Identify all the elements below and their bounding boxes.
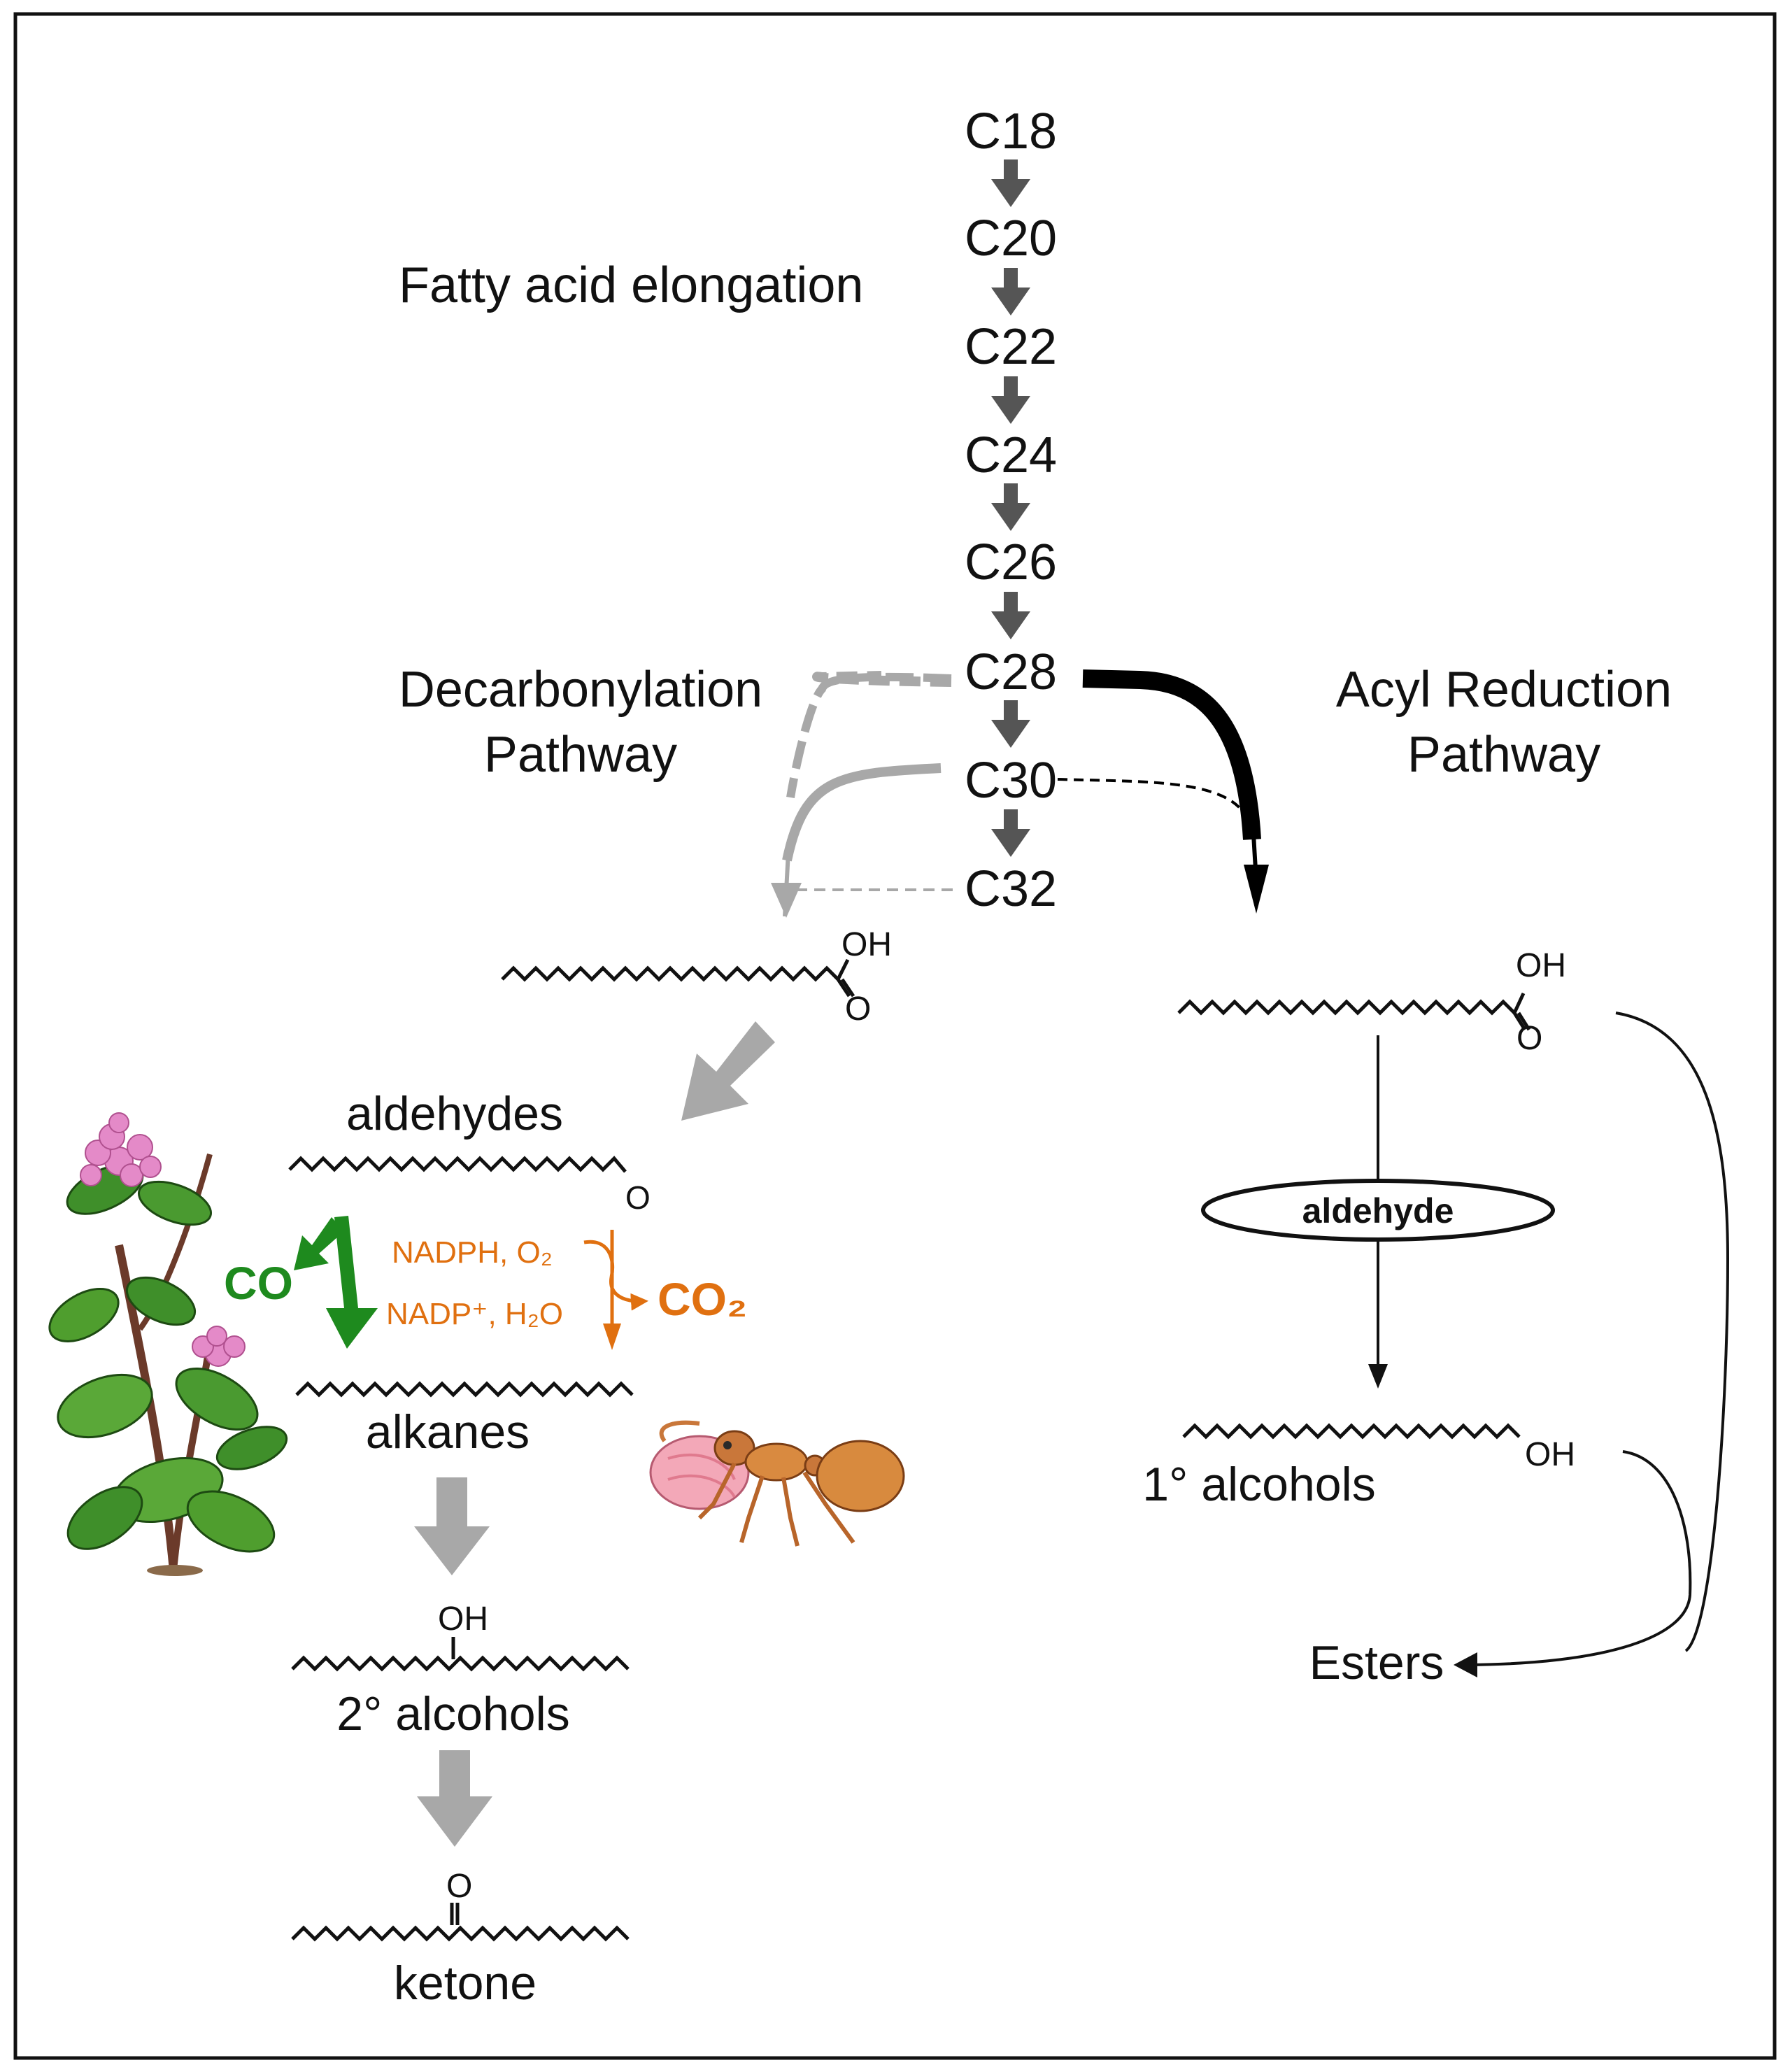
alkane-to-alcohol-arrow: [414, 1477, 490, 1575]
elongation-arrow-4: [991, 483, 1030, 531]
c30-to-acyl-reduction: [1057, 778, 1251, 826]
alkane-structure: [295, 1381, 634, 1398]
ketone-carbonyl: O: [446, 1868, 472, 1905]
alkanes-label: alkanes: [366, 1405, 530, 1459]
insect-decarbonylation-arrow: [583, 1230, 648, 1333]
chain-c28: C28: [965, 644, 1057, 700]
ketone-label: ketone: [394, 1957, 537, 2010]
decarbonylation-pathway-label: Decarbonylation Pathway: [399, 662, 762, 783]
fatty-acid-structure-left: [501, 958, 855, 998]
fatty-acid-structure-right: [1177, 992, 1531, 1031]
insect-cofactors-in: NADPH, O₂: [392, 1235, 553, 1270]
primary-alcohol-structure: [1182, 1423, 1521, 1440]
chain-length-list: C18 C20 C22 C24 C26 C28 C30 C32: [965, 104, 1057, 917]
flowering-plant-icon: [48, 1112, 288, 1576]
alcohol-to-ketone-arrow: [417, 1750, 492, 1847]
primary-alcohols-label: 1° alcohols: [1142, 1458, 1375, 1511]
secondary-hydroxyl: OH: [438, 1601, 488, 1638]
secondary-alcohol-structure: [291, 1637, 630, 1672]
diagram-frame: [13, 12, 1777, 2060]
decarbonylation-arrowhead: [771, 883, 802, 918]
elongation-arrow-6: [991, 700, 1030, 748]
elongation-title: Fatty acid elongation: [399, 257, 863, 313]
ant-icon: [649, 1420, 905, 1547]
acyl-reduction-pathway-label: Acyl Reduction Pathway: [1336, 662, 1672, 783]
acyl-reduction-flux-arrows: [1057, 669, 1269, 914]
chain-c26: C26: [965, 534, 1057, 590]
acid-carbonyl-left: O: [845, 991, 871, 1028]
svg-text:Pathway: Pathway: [484, 727, 677, 783]
chain-c24: C24: [965, 427, 1057, 483]
acid-hydroxyl-right: OH: [1516, 947, 1566, 984]
chain-c30: C30: [965, 753, 1057, 809]
aldehyde-structure: [288, 1156, 627, 1173]
elongation-step-arrows: [991, 159, 1030, 857]
aldehydes-label: aldehydes: [346, 1087, 563, 1140]
elongation-arrow-5: [991, 592, 1030, 639]
acid-to-aldehyde-arrow: [681, 1021, 775, 1121]
plant-product-co: CO: [224, 1257, 293, 1309]
ketone-structure: [291, 1903, 630, 1942]
primary-hydroxyl: OH: [1525, 1436, 1575, 1473]
ester-formation-arrows: [1468, 1012, 1730, 1666]
elongation-arrow-7: [991, 809, 1030, 857]
decarbonylation-flux-arrows: [782, 671, 953, 917]
acid-hydroxyl-left: OH: [841, 926, 892, 963]
chain-c18: C18: [965, 104, 1057, 159]
c28-to-acyl-reduction: [1082, 669, 1261, 840]
insect-product-co2: CO₂: [658, 1273, 747, 1325]
elongation-arrow-1: [991, 159, 1030, 207]
elongation-arrow-3: [991, 376, 1030, 424]
esters-arrowhead: [1454, 1652, 1477, 1677]
aldehyde-intermediate-label: aldehyde: [1302, 1191, 1454, 1230]
esters-label: Esters: [1309, 1636, 1444, 1689]
c30-to-decarbonylation: [782, 763, 942, 862]
svg-text:Decarbonylation: Decarbonylation: [399, 662, 762, 718]
chain-c32: C32: [965, 861, 1057, 917]
acid-carbonyl-right: O: [1516, 1020, 1542, 1057]
svg-text:Acyl Reduction: Acyl Reduction: [1336, 662, 1672, 718]
svg-text:Pathway: Pathway: [1407, 727, 1600, 783]
aldehyde-carbonyl: O: [625, 1179, 651, 1216]
chain-c22: C22: [965, 319, 1057, 375]
secondary-alcohols-label: 2° alcohols: [336, 1687, 569, 1740]
aldehyde-to-alcohol-arrowhead: [1368, 1364, 1388, 1389]
chain-c20: C20: [965, 211, 1057, 267]
insect-cofactors-out: NADP⁺, H₂O: [386, 1297, 563, 1331]
elongation-arrow-2: [991, 268, 1030, 315]
plant-decarbonylation-arrow: [294, 1216, 378, 1349]
